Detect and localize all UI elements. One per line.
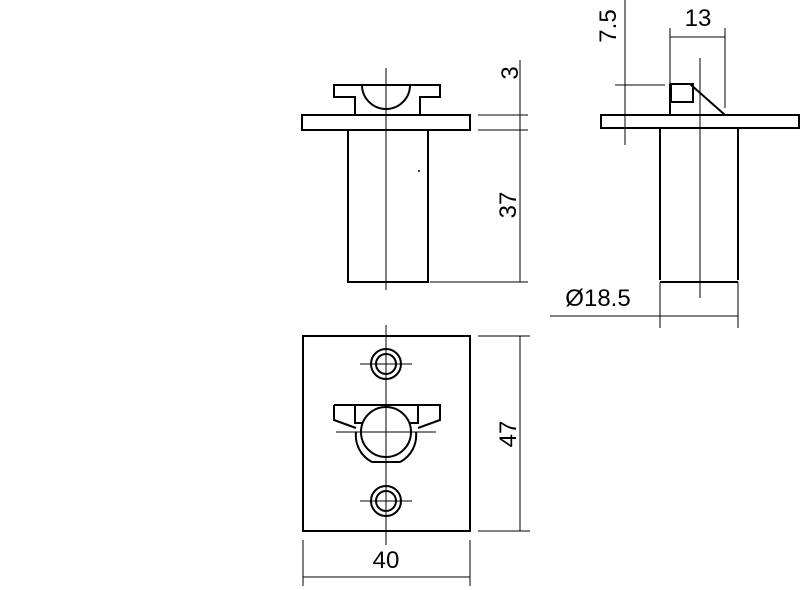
dim-flange-thickness: 3	[497, 66, 524, 79]
dim-plate-height: 47	[495, 421, 522, 448]
dim-latch-width: 13	[685, 5, 712, 32]
front-dimensions: 3 37	[430, 60, 528, 283]
screw-hole-top	[360, 348, 412, 380]
dim-body-length: 37	[495, 192, 522, 219]
side-view	[600, 58, 800, 298]
side-dimensions: 13 7.5 Ø18.5	[550, 0, 739, 328]
front-body	[347, 129, 429, 283]
front-dot	[418, 170, 420, 172]
plan-view	[302, 325, 471, 545]
side-latch-ramp	[689, 83, 726, 116]
dim-plate-width: 40	[373, 547, 400, 574]
latch-plan	[333, 404, 441, 463]
side-latch	[670, 83, 694, 103]
front-view	[301, 68, 471, 290]
plan-dimensions: 47 40	[302, 335, 530, 586]
front-latch	[333, 84, 441, 116]
dim-body-diameter: Ø18.5	[565, 285, 630, 312]
side-body	[659, 128, 739, 283]
dim-latch-offset: 7.5	[595, 9, 622, 42]
screw-hole-bottom	[360, 485, 412, 517]
